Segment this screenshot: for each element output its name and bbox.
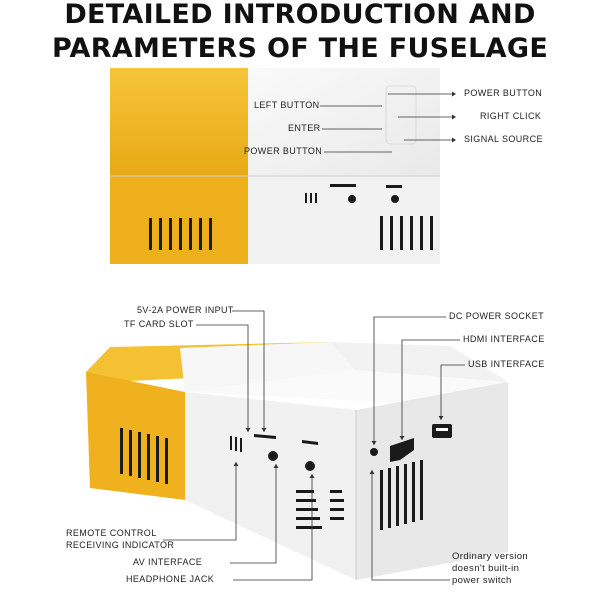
top-device <box>110 68 440 264</box>
label-remote-control-line-1: REMOTE CONTROL <box>66 528 157 538</box>
note-line-3: power switch <box>452 575 512 586</box>
label-enter: ENTER <box>288 123 321 133</box>
title-line-2: PARAMETERS OF THE FUSELAGE <box>51 33 549 64</box>
top-leader-arrows <box>452 91 456 143</box>
label-power-button-left: POWER BUTTON <box>244 146 323 156</box>
note-line-1: Ordinary version <box>452 551 529 562</box>
top-white-panel <box>248 68 440 176</box>
label-left-button: LEFT BUTTON <box>254 100 320 110</box>
note-line-2: doesn't built-in <box>452 563 520 574</box>
side-ports <box>230 434 344 529</box>
label-signal-source: SIGNAL SOURCE <box>464 134 543 144</box>
front-vents-white <box>380 216 433 250</box>
label-av-interface: AV INTERFACE <box>133 557 203 567</box>
title-line-1: DETAILED INTRODUCTION AND <box>64 0 536 30</box>
side-leader-arrows <box>233 416 444 478</box>
front-white-panel <box>248 176 440 264</box>
label-remote-control-line-2: RECEIVING INDICATOR <box>66 540 175 550</box>
label-tf-card-slot: TF CARD SLOT <box>124 319 194 329</box>
top-leader-lines <box>320 93 452 153</box>
label-usb-interface: USB INTERFACE <box>468 359 545 369</box>
side-right-ports <box>370 424 452 530</box>
label-hdmi-interface: HDMI INTERFACE <box>463 334 545 344</box>
side-vents-yellow <box>120 428 168 484</box>
label-power-button-right: POWER BUTTON <box>464 88 543 98</box>
label-headphone-jack: HEADPHONE JACK <box>126 574 215 584</box>
label-power-input: 5V-2A POWER INPUT <box>137 305 234 315</box>
label-right-click: RIGHT CLICK <box>480 111 542 121</box>
top-yellow-panel <box>110 68 248 176</box>
side-device <box>86 342 508 580</box>
front-vents-yellow <box>149 218 212 250</box>
side-leader-lines <box>163 310 465 581</box>
label-dc-power-socket: DC POWER SOCKET <box>449 311 545 321</box>
